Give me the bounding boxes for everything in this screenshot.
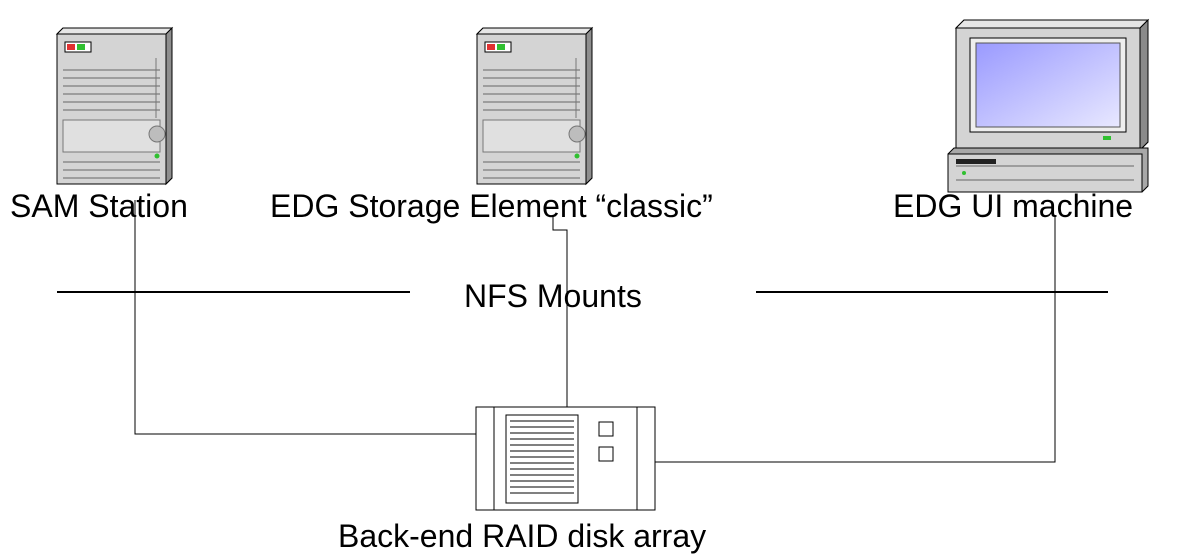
raid-disk-array-icon <box>475 406 656 511</box>
link-ui-to-raid <box>655 215 1056 463</box>
link-sam-to-raid <box>134 200 476 435</box>
nfs-mounts-label: NFS Mounts <box>464 278 642 314</box>
ui-machine-label: EDG UI machine <box>893 188 1134 224</box>
sam-station-label: SAM Station <box>10 188 188 224</box>
desktop-computer-icon <box>947 18 1150 193</box>
link-se-to-raid <box>552 215 568 407</box>
connection-lines <box>57 200 1108 463</box>
raid-array-label: Back-end RAID disk array <box>338 518 707 554</box>
server-tower-icon <box>55 26 174 186</box>
storage-element-label: EDG Storage Element “classic” <box>270 188 713 224</box>
server-tower-icon <box>475 26 594 186</box>
